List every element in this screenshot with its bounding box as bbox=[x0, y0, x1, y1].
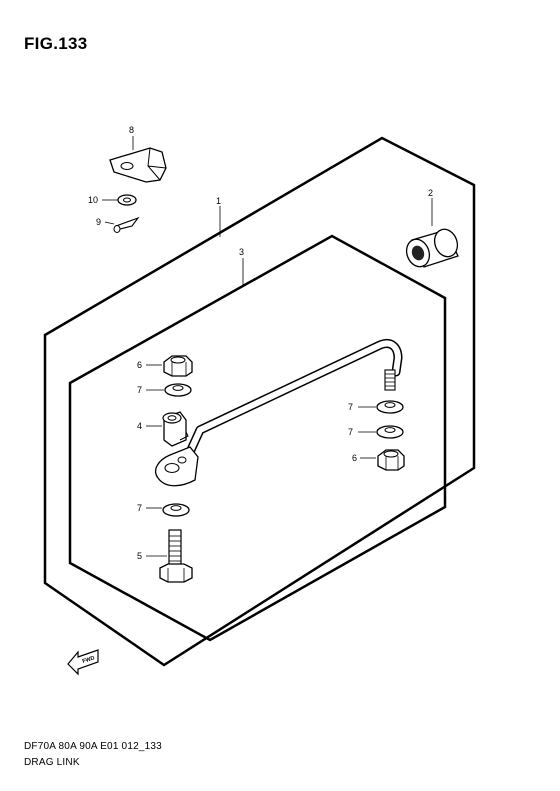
bracket-part-8[interactable] bbox=[109, 147, 167, 183]
callout-5: 5 bbox=[137, 551, 142, 561]
forward-arrow-icon: FWD bbox=[67, 649, 99, 676]
figure-title: FIG.133 bbox=[24, 34, 88, 53]
callout-7-upper-left: 7 bbox=[137, 385, 142, 395]
figure-name: DRAG LINK bbox=[24, 757, 80, 768]
drag-link-rod[interactable] bbox=[155, 339, 403, 487]
callout-7-lower-right: 7 bbox=[348, 427, 353, 437]
cotter-pin-part-9[interactable] bbox=[113, 216, 140, 233]
callout-9: 9 bbox=[96, 217, 101, 227]
callout-7-upper-right: 7 bbox=[348, 402, 353, 412]
washer-part-7-lower-right[interactable] bbox=[376, 425, 404, 439]
callout-3: 3 bbox=[239, 247, 244, 257]
figure-code: DF70A 80A 90A E01 012_133 bbox=[24, 741, 162, 752]
callout-8: 8 bbox=[129, 125, 134, 135]
bushing-part-2[interactable] bbox=[403, 226, 461, 270]
washer-part-7-lower-left[interactable] bbox=[162, 503, 190, 517]
bolt-part-5[interactable] bbox=[159, 529, 193, 583]
collar-part-4[interactable] bbox=[162, 411, 189, 447]
washer-part-10[interactable] bbox=[117, 194, 137, 206]
washer-part-7-upper-left[interactable] bbox=[164, 383, 192, 397]
callout-1: 1 bbox=[216, 196, 221, 206]
callout-10: 10 bbox=[88, 195, 98, 205]
callout-4: 4 bbox=[137, 421, 142, 431]
forward-label: FWD bbox=[82, 655, 96, 665]
assembly-outline-3 bbox=[68, 234, 447, 642]
nut-part-6-lower[interactable] bbox=[377, 449, 405, 471]
nut-part-6-upper[interactable] bbox=[163, 355, 193, 377]
callout-7-lower-left: 7 bbox=[137, 503, 142, 513]
assembly-outline-1 bbox=[43, 136, 476, 667]
callout-2: 2 bbox=[428, 188, 433, 198]
callout-6-upper: 6 bbox=[137, 360, 142, 370]
washer-part-7-upper-right[interactable] bbox=[376, 400, 404, 414]
callout-6-lower: 6 bbox=[352, 453, 357, 463]
